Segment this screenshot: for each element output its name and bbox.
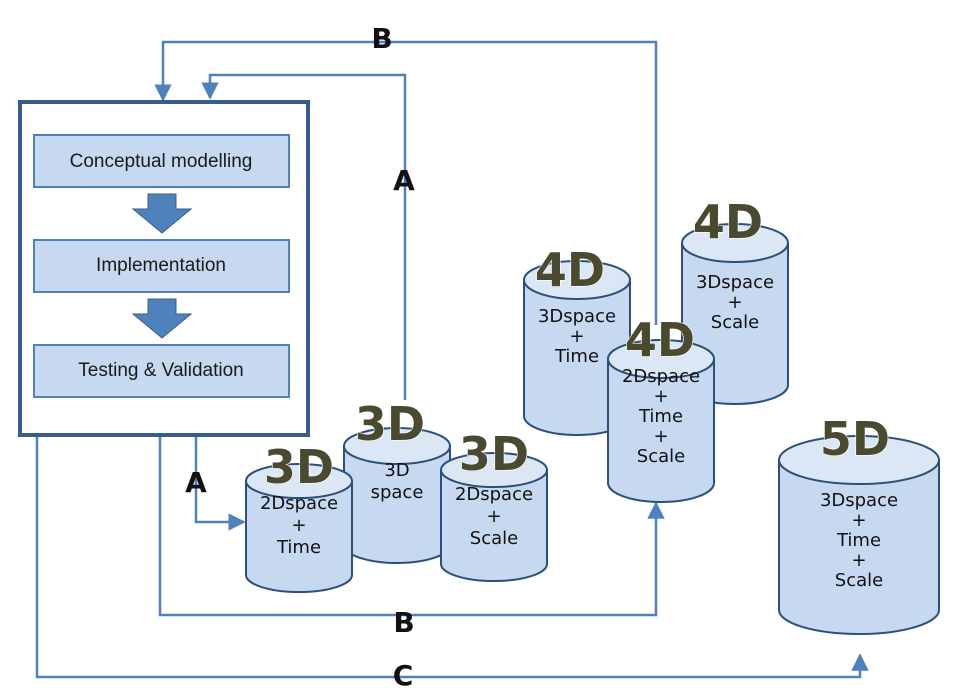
edge-label-a-bottom: A <box>185 466 207 499</box>
edge-label-a-top: A <box>393 164 415 197</box>
process-step: Testing & Validation <box>33 344 290 398</box>
cylinder-3d-2dspace-time: 2Dspace+Time 3D <box>245 439 353 593</box>
cylinder-label-line: Scale <box>470 528 518 549</box>
connector-c-bottom <box>35 436 869 679</box>
cylinder-body <box>778 459 940 635</box>
edge-label-c-bottom: C <box>393 659 414 692</box>
cylinder-label-line: + <box>291 515 306 536</box>
cylinder-label-line: 3Dspace <box>696 272 774 293</box>
cylinder-label-line: + <box>851 550 866 571</box>
down-arrow-icon <box>131 193 193 234</box>
cylinder-3d-2dspace-scale: 2Dspace+Scale 3D <box>440 426 548 582</box>
cylinder-label-line: Scale <box>711 312 759 333</box>
cylinder-label-line: 3Dspace <box>820 490 898 511</box>
cylinder-label-line: 2Dspace <box>455 484 533 505</box>
connector-a-top <box>201 73 407 400</box>
cylinder-top <box>681 223 789 263</box>
cylinder-dimension-label: 4D <box>693 195 763 249</box>
connector-b-top <box>154 40 658 325</box>
cylinder-label-line: Time <box>638 406 683 427</box>
cylinder-label-line: + <box>653 386 668 407</box>
step-box-implementation <box>33 239 290 293</box>
cylinder-body <box>607 358 715 503</box>
cylinder-label-line: + <box>486 506 501 527</box>
cylinder-dimension-label: 3D <box>264 440 334 494</box>
cylinder-top <box>440 452 548 488</box>
step-box-testing-validation <box>33 344 290 398</box>
connector-lines <box>35 40 869 679</box>
down-arrow-icon <box>131 298 193 339</box>
cylinder-body <box>245 480 353 593</box>
cylinder-label-line: Scale <box>637 446 685 467</box>
cylinder-dimension-label: 4D <box>625 313 695 367</box>
cylinder-label-line: + <box>653 426 668 447</box>
process-step: Implementation <box>33 239 290 293</box>
cylinder-label-line: Time <box>554 346 599 367</box>
cylinder-dimension-label: 3D <box>459 427 529 481</box>
step-box-conceptual-modelling <box>33 134 290 188</box>
cylinder-label-line: Time <box>836 530 881 551</box>
cylinder-top <box>607 339 715 379</box>
cylinder-label-line: 3Dspace <box>538 306 616 327</box>
cylinder-label-line: space <box>371 482 424 503</box>
cylinder-label-line: Scale <box>835 570 883 591</box>
process-step: Conceptual modelling <box>33 134 290 188</box>
step-label-testing-validation: Testing & Validation <box>78 360 243 381</box>
step-label-conceptual-modelling: Conceptual modelling <box>70 151 253 172</box>
edge-label-b-top: B <box>371 22 392 55</box>
cylinder-body <box>440 469 548 582</box>
cylinder-label-line: + <box>569 326 584 347</box>
cylinder-dimension-label: 5D <box>820 412 890 466</box>
cylinder-label-line: 3D <box>384 460 409 481</box>
cylinder-label-line: 2Dspace <box>260 493 338 514</box>
edge-label-b-bottom: B <box>393 606 414 639</box>
cylinder-top <box>778 435 940 485</box>
step-label-implementation: Implementation <box>96 255 226 276</box>
connector-a-bottom <box>194 436 246 531</box>
cylinder-dimension-label: 3D <box>355 397 425 451</box>
cylinder-4d-3dspace-time: 3Dspace+Time 4D <box>523 242 631 436</box>
cylinder-label-line: + <box>851 510 866 531</box>
cylinder-top <box>245 463 353 499</box>
cylinder-label-line: Time <box>276 537 321 558</box>
cylinder-top <box>343 427 451 465</box>
cylinder-top <box>523 260 631 300</box>
cylinder-dimension-label: 4D <box>535 243 605 297</box>
cylinder-label-line: 2Dspace <box>622 366 700 387</box>
cylinder-label-line: + <box>727 292 742 313</box>
connector-b-bottom <box>158 436 665 617</box>
